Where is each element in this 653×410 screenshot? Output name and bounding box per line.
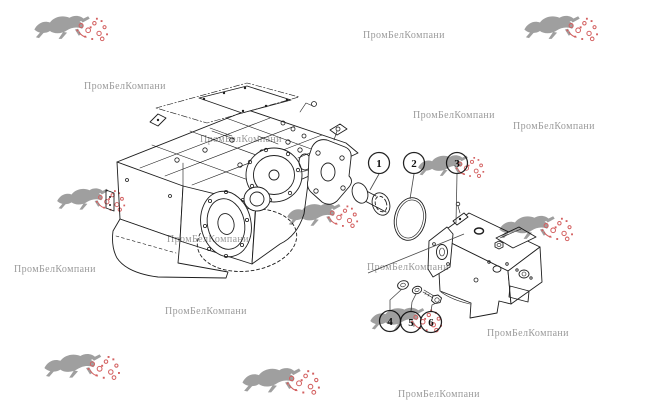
callout-5: 5 bbox=[399, 310, 423, 334]
part-5-lock-washer bbox=[411, 285, 423, 295]
leader-lines bbox=[367, 173, 465, 312]
part-1-splined-bushing bbox=[351, 182, 391, 216]
callout-1-number: 1 bbox=[376, 158, 382, 170]
callout-6: 6 bbox=[419, 310, 443, 334]
part-2-o-ring bbox=[393, 197, 427, 241]
gearbox-drawing bbox=[105, 82, 359, 279]
callout-5-number: 5 bbox=[408, 317, 414, 329]
callout-4-number: 4 bbox=[387, 316, 393, 328]
part-3-pump-drawing bbox=[427, 201, 543, 319]
callout-3-number: 3 bbox=[454, 158, 460, 170]
callout-2: 2 bbox=[402, 151, 426, 175]
callout-4: 4 bbox=[378, 309, 402, 333]
part-6-bolt bbox=[422, 289, 442, 305]
callout-6-number: 6 bbox=[428, 317, 434, 329]
callout-2-number: 2 bbox=[411, 158, 417, 170]
part-4-washer bbox=[397, 280, 409, 290]
callout-3: 3 bbox=[445, 151, 469, 175]
callout-1: 1 bbox=[367, 151, 391, 175]
